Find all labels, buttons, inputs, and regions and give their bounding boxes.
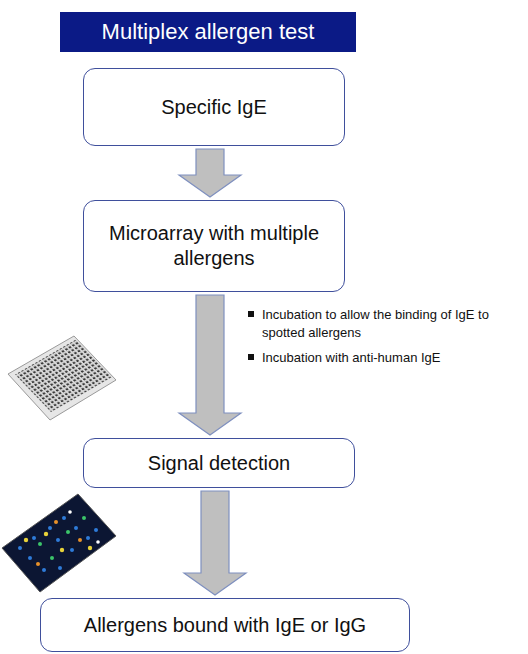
- process-box: Microarray with multiple allergens: [83, 200, 345, 292]
- process-box: Specific IgE: [83, 68, 345, 146]
- bullet-item: Incubation with anti-human IgE: [248, 349, 524, 367]
- box-text: Signal detection: [148, 451, 290, 476]
- block-arrow: [179, 295, 241, 435]
- note-text: Incubation with anti-human IgE: [262, 350, 441, 365]
- block-arrow: [179, 149, 241, 197]
- box-text: Specific IgE: [161, 95, 267, 120]
- process-box: Allergens bound with IgE or IgG: [40, 598, 410, 652]
- bullet-item: Incubation to allow the binding of IgE t…: [248, 306, 524, 341]
- note-text: Incubation to allow the binding of IgE t…: [262, 307, 489, 340]
- note-list: Incubation to allow the binding of IgE t…: [248, 306, 524, 375]
- process-box: Signal detection: [83, 438, 355, 488]
- box-text: Microarray with multiple allergens: [94, 221, 334, 271]
- box-text: Allergens bound with IgE or IgG: [84, 613, 366, 638]
- microarray-image: [4, 330, 120, 426]
- signal-image: [0, 488, 118, 600]
- title-banner: Multiplex allergen test: [60, 12, 356, 52]
- block-arrow: [184, 491, 246, 595]
